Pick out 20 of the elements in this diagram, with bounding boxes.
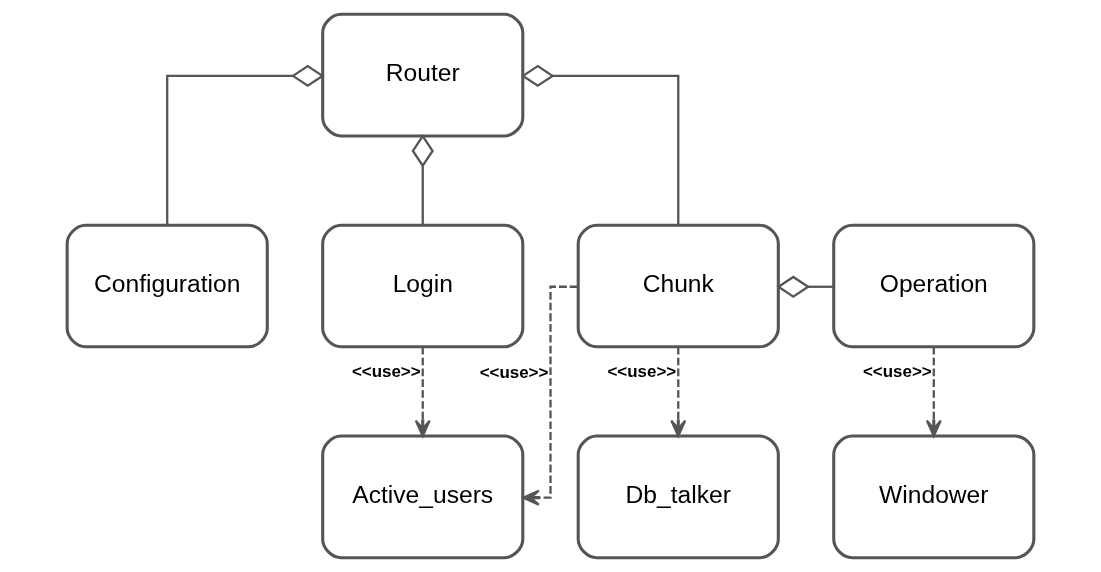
edge-label: <<use>> [351,362,421,382]
arrow [522,285,578,506]
node-box: Db_talker [576,434,780,560]
edge-label: <<use>> [862,362,932,382]
node-box: Configuration [65,223,269,349]
node-box: Operation [832,223,1036,349]
arrow [414,347,431,438]
node-box: Active_users [321,434,525,560]
arrow [670,347,687,438]
node-box: Router [321,12,525,138]
node-box: Login [321,223,525,349]
connector [520,64,680,225]
node-box: Chunk [576,223,780,349]
connector [776,275,834,298]
edge-label: <<use>> [607,362,677,382]
connector [411,134,434,226]
arrow [925,347,942,438]
connector [166,64,325,225]
node-box: Windower [832,434,1036,560]
edge-label: <<use>> [479,363,549,383]
